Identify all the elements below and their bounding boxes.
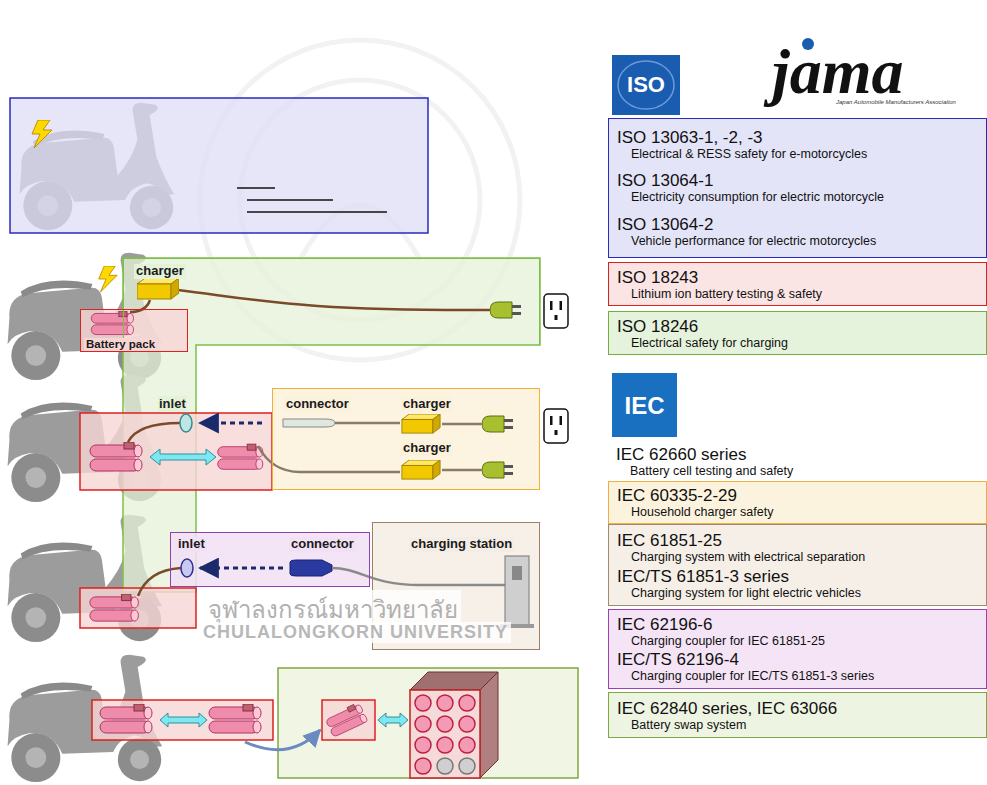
standard-number: ISO 18246 (617, 317, 978, 336)
row-portable-charger (90, 409, 568, 479)
row-home-charger (91, 278, 568, 335)
standard-number: IEC 60335-2-29 (617, 486, 978, 505)
standard-entry: ISO 13064-1Electricity consumption for e… (617, 171, 978, 204)
standard-number: ISO 13064-1 (617, 171, 978, 190)
standard-entry: IEC/TS 61851-3 seriesCharging system for… (617, 567, 978, 600)
standard-entry: IEC/TS 62196-4Charging coupler for IEC/T… (617, 650, 978, 683)
standard-box: IEC 62196-6Charging coupler for IEC 6185… (608, 609, 987, 689)
standard-entry: IEC 60335-2-29Household charger safety (617, 486, 978, 519)
standard-entry: IEC 62660 seriesBattery cell testing and… (608, 441, 987, 482)
lightning-icon (99, 266, 117, 292)
standard-number: IEC/TS 61851-3 series (617, 567, 978, 586)
part-label: charging station (409, 537, 514, 552)
label-slot: ISO (614, 72, 678, 98)
standard-box: ISO 18243Lithium ion battery testing & s… (608, 262, 987, 306)
standard-box: IEC 60335-2-29Household charger safety (608, 481, 987, 524)
part-label: charger (134, 264, 186, 279)
standard-description: Household charger safety (631, 505, 978, 519)
label-slot: jama (772, 40, 904, 104)
part-label: inlet (176, 537, 207, 552)
part-label: inlet (158, 396, 187, 411)
text-slot: connector (284, 397, 351, 412)
text-slot: Battery pack (84, 338, 157, 351)
standard-description: Charging system for light electric vehic… (631, 586, 978, 600)
standard-box: IEC 61851-25Charging system with electri… (608, 524, 987, 606)
text-slot: charger (134, 264, 186, 279)
row-charging-station (90, 556, 534, 628)
charger-region: charger (123, 258, 540, 345)
battery-pack-box: Battery pack (80, 309, 188, 352)
standard-description: Electrical safety for charging (631, 336, 978, 350)
text-slot: connector (289, 537, 356, 552)
row-battery-swap (100, 672, 498, 778)
standard-description: Battery cell testing and safety (630, 464, 979, 478)
part-label: connector (289, 537, 356, 552)
standard-number: ISO 13063-1, -2, -3 (617, 128, 978, 147)
label-slot: CHULALONGKORN UNIVERSITY (200, 622, 511, 643)
standard-description: Lithium ion battery testing & safety (631, 287, 978, 301)
standard-number: IEC 61851-25 (617, 531, 978, 550)
standard-description: Charging coupler for IEC 61851-25 (631, 634, 978, 648)
standard-entry: ISO 13064-2Vehicle performance for elect… (617, 215, 978, 248)
text-slot: inlet (176, 537, 207, 552)
text-slot: charging station (409, 537, 514, 552)
logo-text: jama (772, 40, 904, 104)
standard-entry: ISO 13063-1, -2, -3Electrical & RESS saf… (617, 128, 978, 161)
standard-entry: ISO 18243Lithium ion battery testing & s… (617, 268, 978, 301)
standard-number: IEC 62660 series (616, 445, 979, 464)
standard-number: ISO 18243 (617, 268, 978, 287)
standard-box: ISO 13063-1, -2, -3Electrical & RESS saf… (608, 118, 987, 258)
standard-description: Electrical & RESS safety for e-motorcycl… (631, 147, 978, 161)
standard-number: ISO 13064-2 (617, 215, 978, 234)
label-slot: inlet (158, 396, 187, 411)
standard-box: IEC 62840 series, IEC 63066Battery swap … (608, 692, 987, 738)
part-label: Battery pack (84, 338, 157, 351)
label-slot: IEC (612, 392, 677, 420)
standard-description: Battery swap system (631, 718, 978, 732)
text-slot: charger (401, 441, 453, 456)
coupler-box: inlet connector (170, 532, 370, 587)
label-slot: Japan Automobile Manufacturers Associati… (836, 99, 956, 105)
standard-entry: IEC 62196-6Charging coupler for IEC 6185… (617, 615, 978, 648)
text-slot: charger (401, 397, 453, 412)
standard-entry: IEC 62840 series, IEC 63066Battery swap … (617, 699, 978, 732)
logo-subtitle: Japan Automobile Manufacturers Associati… (836, 99, 956, 105)
part-label: connector (284, 397, 351, 412)
portable-charger-box: connector charger charger (272, 388, 540, 490)
logo-text: ISO (614, 72, 678, 98)
spec-lines (237, 188, 387, 212)
logo-text: IEC (612, 392, 677, 420)
lightning-icon (32, 120, 52, 148)
standard-description: Charging coupler for IEC/TS 61851-3 seri… (631, 669, 978, 683)
standard-number: IEC 62840 series, IEC 63066 (617, 699, 978, 718)
part-label: charger (401, 441, 453, 456)
standard-entry: ISO 18246Electrical safety for charging (617, 317, 978, 350)
standard-description: Vehicle performance for electric motorcy… (631, 234, 978, 248)
standard-entry: IEC 61851-25Charging system with electri… (617, 531, 978, 564)
standard-description: Charging system with electrical separati… (631, 550, 978, 564)
watermark-text: CHULALONGKORN UNIVERSITY (200, 622, 511, 643)
standard-description: Electricity consumption for electric mot… (631, 190, 978, 204)
standard-entry: IEC 62660 seriesBattery cell testing and… (616, 445, 979, 478)
standard-number: IEC/TS 62196-4 (617, 650, 978, 669)
standard-box: ISO 18246Electrical safety for charging (608, 311, 987, 355)
standard-number: IEC 62196-6 (617, 615, 978, 634)
part-label: charger (401, 397, 453, 412)
region-fills (10, 98, 578, 778)
